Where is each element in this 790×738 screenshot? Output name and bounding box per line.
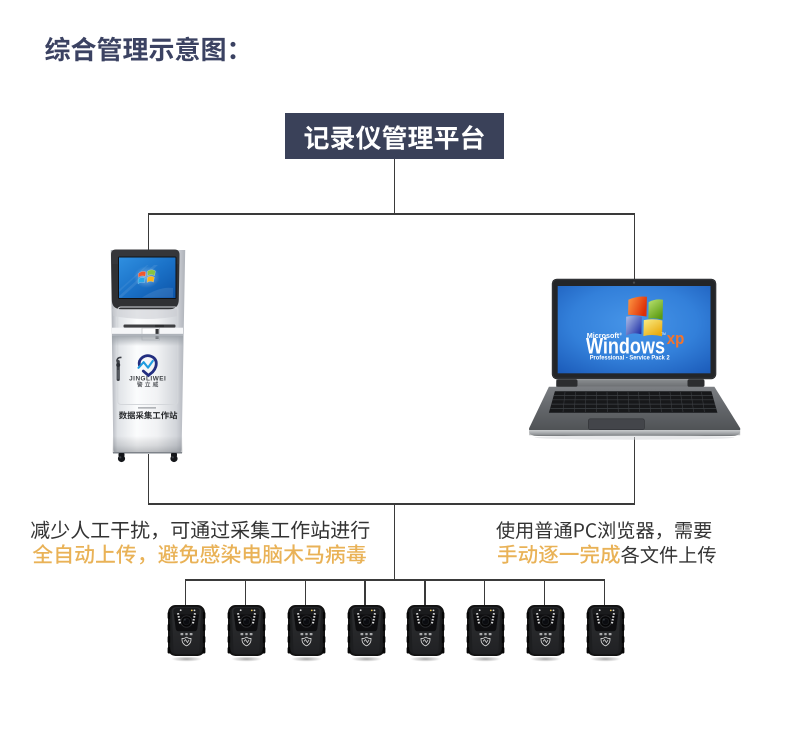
svg-text:Professional - Service Pack 2: Professional - Service Pack 2 [590,355,670,362]
svg-text:Windows: Windows [586,333,665,358]
svg-text:Microsoft®: Microsoft® [587,331,622,340]
svg-text:JINGLIWEI: JINGLIWEI [129,375,166,382]
svg-text:TM: TM [661,332,666,336]
svg-text:xp: xp [667,329,685,348]
